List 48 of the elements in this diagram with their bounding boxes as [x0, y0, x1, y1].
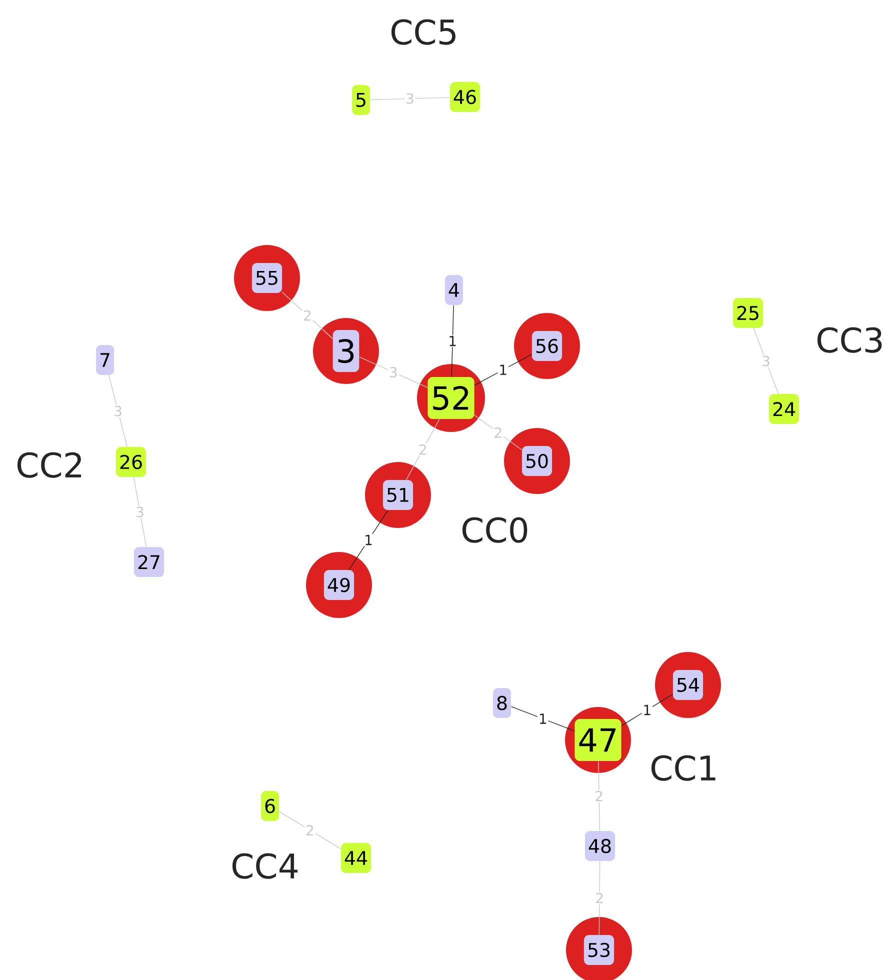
node-box: 49	[324, 570, 354, 600]
edge-label: 1	[642, 704, 653, 716]
node-box: 54	[672, 670, 704, 700]
node-box: 27	[134, 547, 164, 577]
edge-line	[598, 760, 600, 832]
node-box: 26	[116, 447, 146, 477]
cluster-label: CC0	[462, 517, 528, 543]
cluster-label: CC2	[17, 452, 82, 478]
node-box: 8	[492, 688, 512, 718]
edge-line	[474, 354, 532, 386]
node-box: 50	[522, 446, 552, 476]
node-box: 55	[252, 263, 282, 293]
edge-line	[108, 374, 128, 448]
edge-line	[510, 706, 575, 732]
edge-line	[282, 292, 334, 340]
node-box: 48	[584, 831, 616, 861]
node-box: 24	[768, 394, 800, 424]
node-box: 4	[444, 275, 464, 305]
edge-line	[598, 860, 600, 936]
node-box: 52	[428, 377, 474, 419]
edge-line	[278, 811, 342, 850]
edge-line	[753, 328, 779, 394]
edge-line	[348, 510, 388, 570]
edge-label: 1	[537, 712, 548, 725]
cluster-label: CC3	[817, 327, 882, 353]
edge-line	[474, 414, 522, 450]
edge-line	[370, 97, 450, 100]
node-box: 56	[532, 331, 562, 361]
edge-line	[406, 418, 440, 480]
node-box: 51	[382, 480, 414, 510]
edge-label: 1	[498, 364, 509, 376]
node-box: 47	[574, 719, 622, 761]
node-box: 5	[352, 85, 370, 115]
edge-line	[133, 476, 147, 548]
edge-line	[621, 694, 674, 726]
cluster-label: CC5	[391, 19, 456, 45]
cluster-label: CC4	[232, 853, 298, 879]
edge-label: 1	[363, 534, 374, 546]
edge-line	[358, 356, 428, 388]
edge-label: 1	[447, 334, 458, 348]
node-box: 46	[450, 82, 480, 112]
node-box: 7	[96, 345, 114, 375]
cluster-label: CC1	[651, 755, 716, 781]
node-box: 3	[332, 330, 360, 372]
node-box: 44	[340, 843, 372, 873]
node-box: 53	[584, 935, 614, 965]
node-box: 6	[260, 791, 280, 821]
node-box: 25	[732, 298, 764, 328]
